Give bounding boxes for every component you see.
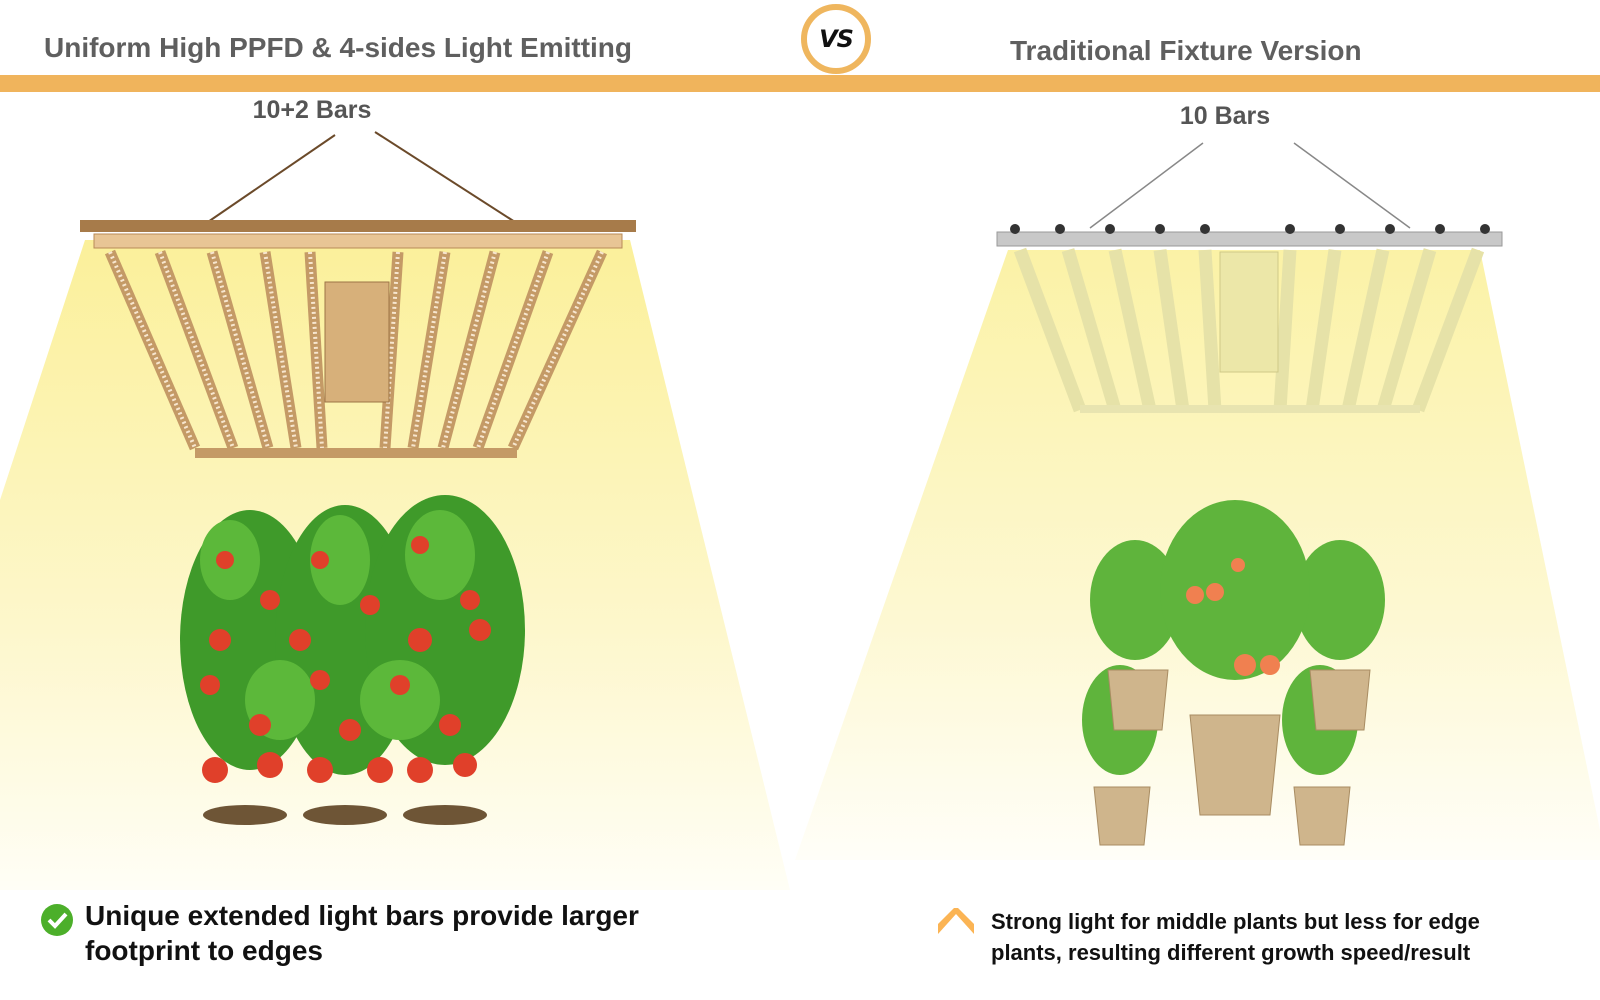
left-note: Unique extended light bars provide large… xyxy=(85,900,639,966)
left-bars-label: 10+2 Bars xyxy=(252,96,372,124)
right-fixture-image xyxy=(996,142,1503,413)
right-tomato-plants xyxy=(1082,500,1385,846)
left-title: Uniform High PPFD & 4-sides Light Emitti… xyxy=(44,32,632,63)
chevron-up-icon xyxy=(938,906,974,936)
check-circle-icon xyxy=(40,903,74,937)
left-fixture-image xyxy=(80,131,636,458)
orange-divider-band xyxy=(0,75,1600,92)
right-note: Strong light for middle plants but less … xyxy=(991,909,1480,965)
left-tomato-plants xyxy=(180,495,525,825)
right-bars-label: 10 Bars xyxy=(1179,102,1271,130)
vs-label: VS xyxy=(819,25,854,53)
vs-badge: VS xyxy=(801,4,871,74)
right-title: Traditional Fixture Version xyxy=(1010,35,1362,66)
